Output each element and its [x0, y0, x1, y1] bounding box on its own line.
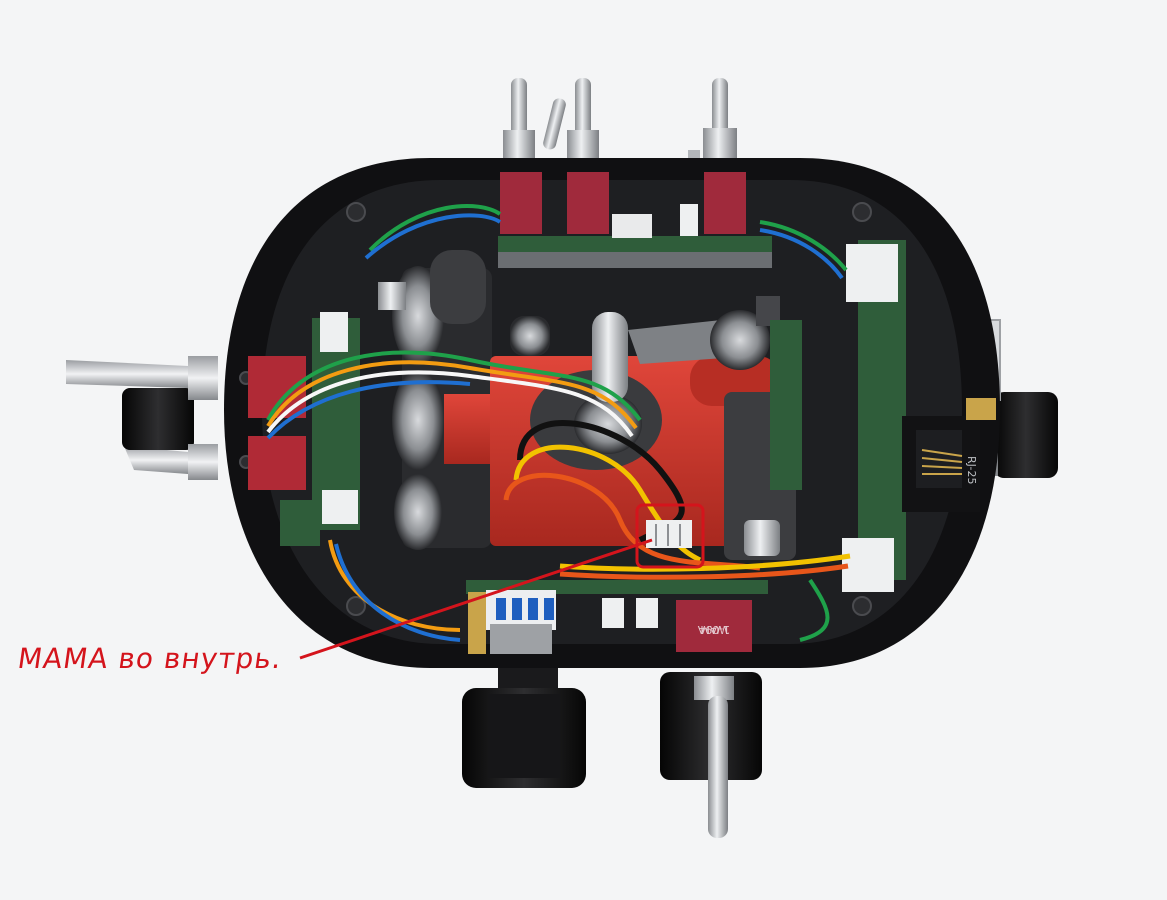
right-bracket: [724, 240, 906, 592]
top-toggle-levers: [503, 78, 737, 160]
switch-mark-bottom: 1-09A: [697, 623, 730, 636]
wires: [266, 204, 851, 642]
left-side-controls: [66, 356, 218, 480]
pivot-arm: [510, 296, 780, 402]
annotation-highlight-box: [635, 503, 705, 569]
bottom-knobs: [462, 668, 762, 838]
annotation-label: MAMA во внутрь.: [15, 642, 285, 675]
highlighted-connector: [646, 520, 692, 548]
left-pcb: [248, 312, 360, 546]
bottom-pcb: WAM 1-09A: [466, 580, 768, 654]
annotation-leader-line: [299, 538, 653, 660]
top-pcb: [498, 172, 772, 268]
switch-mark-top: WAM: [700, 623, 727, 636]
rj-jack: RJ-25: [902, 398, 996, 512]
jack-side-label: RJ-25: [965, 456, 978, 484]
